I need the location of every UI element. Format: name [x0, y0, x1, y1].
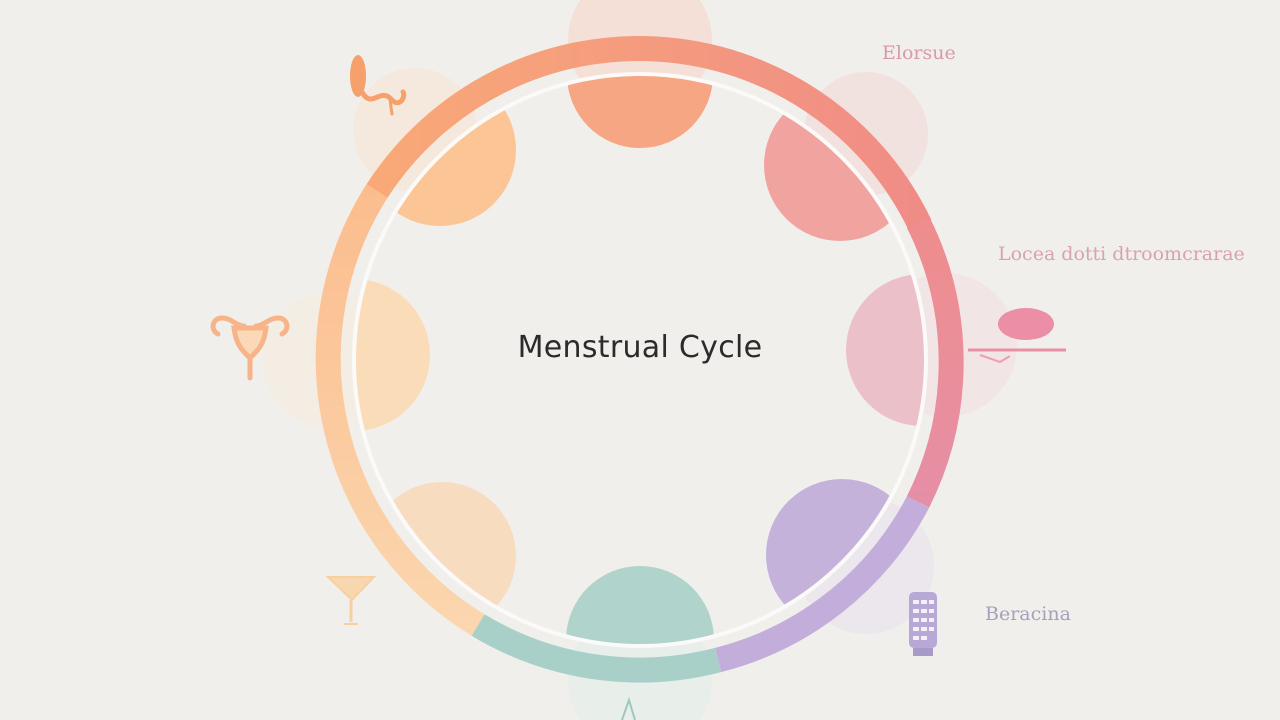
- phase-right: [846, 274, 926, 426]
- label-top-right: Elorsue: [882, 42, 956, 64]
- label-bottom-right: Beracina: [985, 603, 1071, 625]
- diagram-title: Menstrual Cycle: [517, 330, 763, 365]
- ring-segment-teal: [471, 614, 722, 683]
- ring-segment-peach: [315, 184, 485, 636]
- goblet-icon: [325, 576, 377, 625]
- ring-inner-gap: [352, 72, 928, 648]
- ring-segment-top: [366, 35, 932, 231]
- cycle-ring: [315, 35, 964, 683]
- bottom-leaf-icon: [621, 696, 636, 720]
- phase-bottom: [566, 566, 714, 646]
- sperm-icon: [350, 55, 407, 116]
- phase-left: [354, 279, 430, 431]
- pill-icon: [968, 308, 1066, 364]
- uterus-icon: [210, 315, 290, 381]
- ring-segment-right: [906, 216, 964, 508]
- label-right: Locea dotti dtroomcrarae: [998, 243, 1245, 265]
- calendar-pack-icon: [909, 592, 937, 656]
- ring-segment-lavender: [714, 496, 930, 673]
